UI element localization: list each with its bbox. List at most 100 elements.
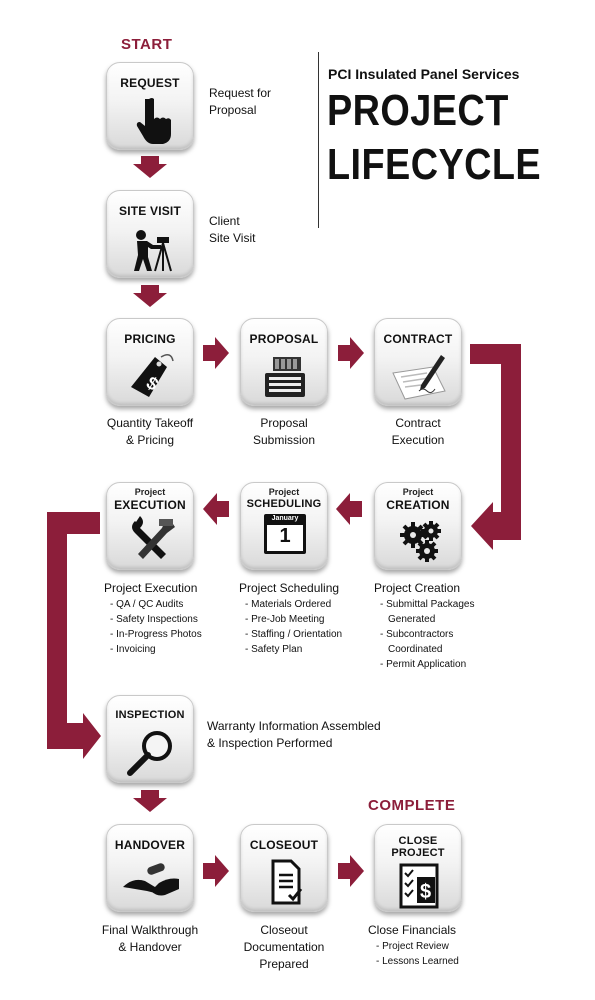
proposal-caption-1: Proposal bbox=[260, 416, 308, 430]
handshake-icon bbox=[123, 863, 179, 896]
contract-caption-2: Execution bbox=[391, 433, 445, 447]
handover-label: HANDOVER bbox=[114, 838, 186, 852]
inspection-caption-2: & Inspection Performed bbox=[207, 736, 333, 750]
arrow-bracket-left bbox=[47, 512, 101, 759]
creation-bullet-3: - Subcontractors bbox=[380, 629, 454, 640]
arrow-down-3 bbox=[133, 790, 167, 812]
arrow-left-1 bbox=[336, 493, 362, 525]
creation-caption-title: Project Creation bbox=[374, 581, 461, 595]
request-caption-1: Request for bbox=[209, 86, 272, 100]
proposal-caption-2: Submission bbox=[252, 433, 316, 447]
closeout-caption: Closeout Documentation Prepared bbox=[224, 922, 344, 973]
scheduling-label: SCHEDULING bbox=[246, 498, 322, 510]
creation-caption: Project Creation - Submittal Packages Ge… bbox=[374, 580, 504, 672]
execution-bullet-1: - QA / QC Audits bbox=[110, 599, 184, 610]
arrow-right-1 bbox=[203, 337, 229, 369]
creation-bullet-5: - Permit Application bbox=[380, 659, 467, 670]
calendar-day: 1 bbox=[279, 525, 291, 547]
handover-caption-2: & Handover bbox=[118, 940, 182, 954]
close-project-bullet-2: - Lessons Learned bbox=[376, 956, 459, 967]
creation-tile: Project CREATION bbox=[374, 482, 462, 570]
scheduling-bullet-3: - Staffing / Orientation bbox=[245, 629, 343, 640]
pricing-caption: Quantity Takeoff & Pricing bbox=[90, 415, 210, 449]
closeout-tile: CLOSEOUT bbox=[240, 824, 328, 912]
request-caption: Request for Proposal bbox=[209, 85, 271, 119]
surveyor-icon bbox=[134, 230, 172, 272]
calendar-month: January bbox=[271, 515, 299, 522]
checklist-dollar-icon: $ bbox=[399, 863, 439, 909]
contract-tile: CONTRACT bbox=[374, 318, 462, 406]
closeout-label: CLOSEOUT bbox=[249, 838, 319, 852]
proposal-label: PROPOSAL bbox=[249, 332, 319, 346]
inspection-caption: Warranty Information Assembled & Inspect… bbox=[207, 718, 381, 752]
request-tile: REQUEST bbox=[106, 62, 194, 150]
contract-caption: Contract Execution bbox=[358, 415, 478, 449]
site-visit-caption: Client Site Visit bbox=[209, 213, 255, 247]
close-project-tile: CLOSE PROJECT $ bbox=[374, 824, 462, 912]
execution-small-label: Project bbox=[134, 487, 166, 497]
pricing-caption-2: & Pricing bbox=[125, 433, 175, 447]
pricing-caption-1: Quantity Takeoff bbox=[106, 416, 194, 430]
creation-bullet-1: - Submittal Packages bbox=[380, 599, 475, 610]
creation-bullet-2: Generated bbox=[388, 614, 436, 625]
proposal-caption: Proposal Submission bbox=[224, 415, 344, 449]
pricing-label: PRICING bbox=[124, 332, 176, 346]
scheduling-small-label: Project bbox=[268, 487, 300, 497]
creation-label: CREATION bbox=[386, 498, 450, 512]
pricing-tile: PRICING $ bbox=[106, 318, 194, 406]
gears-icon bbox=[400, 521, 441, 562]
request-caption-2: Proposal bbox=[209, 103, 257, 117]
tools-icon bbox=[132, 516, 175, 559]
price-tag-icon: $ bbox=[131, 354, 174, 397]
handover-tile: HANDOVER bbox=[106, 824, 194, 912]
arrow-down-2 bbox=[133, 285, 167, 307]
proposal-tile: PROPOSAL bbox=[240, 318, 328, 406]
request-label: REQUEST bbox=[120, 76, 180, 90]
title-line-1: PROJECT bbox=[327, 86, 509, 135]
arrow-down-1 bbox=[133, 156, 167, 178]
arrow-right-2 bbox=[338, 337, 364, 369]
close-project-label-2: PROJECT bbox=[391, 847, 445, 859]
execution-bullet-2: - Safety Inspections bbox=[110, 614, 198, 625]
arrow-bracket-right bbox=[470, 344, 521, 550]
start-label: START bbox=[121, 36, 173, 53]
calendar-icon: January 1 bbox=[264, 514, 306, 554]
close-project-label-1: CLOSE bbox=[398, 835, 438, 847]
magnifier-icon bbox=[127, 731, 172, 776]
execution-label: EXECUTION bbox=[114, 498, 186, 512]
close-project-caption: Close Financials - Project Review - Less… bbox=[368, 922, 498, 969]
complete-label: COMPLETE bbox=[368, 797, 456, 814]
inspection-caption-1: Warranty Information Assembled bbox=[207, 719, 381, 733]
close-project-bullet-1: - Project Review bbox=[376, 941, 449, 952]
document-stack-icon bbox=[265, 357, 305, 397]
execution-caption-title: Project Execution bbox=[104, 581, 198, 595]
header-divider bbox=[318, 52, 319, 228]
creation-small-label: Project bbox=[402, 487, 434, 497]
inspection-label: INSPECTION bbox=[115, 709, 185, 721]
company-name: PCI Insulated Panel Services bbox=[328, 66, 520, 82]
scheduling-caption: Project Scheduling - Materials Ordered -… bbox=[239, 580, 369, 657]
closeout-caption-1: Closeout bbox=[260, 923, 308, 937]
execution-bullet-4: - Invoicing bbox=[110, 644, 156, 655]
scheduling-bullet-4: - Safety Plan bbox=[245, 644, 303, 655]
title-line-2: LIFECYCLE bbox=[327, 140, 542, 189]
scheduling-bullet-2: - Pre-Job Meeting bbox=[245, 614, 325, 625]
contract-label: CONTRACT bbox=[383, 332, 453, 346]
pointing-hand-icon bbox=[136, 98, 171, 144]
site-visit-caption-2: Site Visit bbox=[209, 231, 256, 245]
site-visit-label: SITE VISIT bbox=[118, 204, 181, 218]
handover-caption: Final Walkthrough & Handover bbox=[90, 922, 210, 956]
scheduling-tile: Project SCHEDULING January 1 bbox=[240, 482, 328, 570]
inspection-tile: INSPECTION bbox=[106, 695, 194, 783]
execution-bullet-3: - In-Progress Photos bbox=[110, 629, 202, 640]
site-visit-caption-1: Client bbox=[209, 214, 240, 228]
svg-text:$: $ bbox=[420, 881, 431, 903]
contract-caption-1: Contract bbox=[395, 416, 441, 430]
handover-caption-1: Final Walkthrough bbox=[101, 923, 199, 937]
creation-bullet-4: Coordinated bbox=[388, 644, 443, 655]
scheduling-bullet-1: - Materials Ordered bbox=[245, 599, 332, 610]
closeout-caption-2: Documentation bbox=[243, 940, 325, 954]
checklist-document-icon bbox=[271, 859, 303, 905]
scheduling-caption-title: Project Scheduling bbox=[239, 581, 340, 595]
